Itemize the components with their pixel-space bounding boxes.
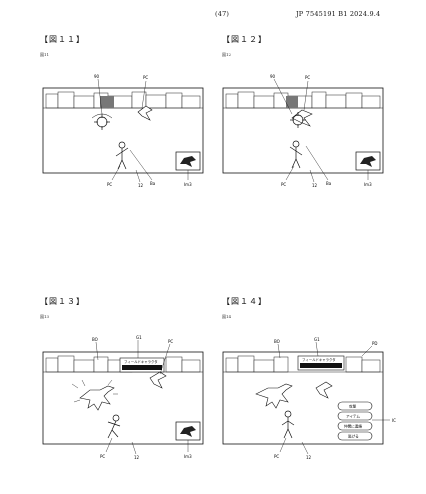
patent-id: JP 7545191 B1 2024.9.4: [296, 10, 381, 18]
flying-creature-icon: [137, 105, 153, 121]
figure-14-drawing: フィールドキャラクタ 攻撃 アイテム 仲間に連絡 逃げる BO G1 PD PC…: [222, 337, 396, 460]
figure-12-drawing: 90 PC PC 12 Ba Im3: [222, 74, 384, 188]
annotation-bottom-a: PC: [100, 454, 105, 459]
flying-creature-icon: [315, 381, 333, 399]
menu-item-frame: [337, 401, 373, 411]
menu-item-contact: 仲間に連絡: [344, 424, 362, 429]
dinosaur-icon: [79, 385, 115, 411]
annotation-bottom-c: Ba: [326, 181, 332, 186]
player-character-icon: [115, 141, 129, 170]
annotation-top-c: PD: [372, 341, 378, 346]
figure-12-label: 図12: [222, 52, 232, 57]
annotation-bottom-a: PC: [281, 182, 286, 187]
shadow-block: [286, 96, 298, 108]
annotation-bottom-d: Im3: [184, 182, 192, 187]
annotation-top-a: BO: [274, 339, 280, 344]
background-buildings-icon: [45, 355, 201, 373]
gauge-bar: [122, 365, 162, 370]
annotation-bottom-b: 12: [312, 183, 318, 188]
dinosaur-icon: [255, 383, 293, 409]
annotation-top-b: PC: [305, 75, 310, 80]
annotation-bottom-a: PC: [107, 182, 112, 187]
annotation-bottom-c: Im3: [184, 454, 192, 459]
player-character-icon: [289, 140, 303, 169]
figure-11-title: 【図１１】: [40, 35, 85, 44]
figure-13-title: 【図１３】: [40, 297, 85, 306]
shadow-block: [100, 96, 114, 108]
player-character-icon: [107, 414, 121, 439]
annotation-top-b: G1: [314, 337, 320, 342]
player-character-icon: [281, 410, 295, 439]
annotation-bottom-c: Ba: [150, 181, 156, 186]
figure-14-label: 図14: [222, 314, 232, 319]
figure-14-title: 【図１４】: [222, 297, 267, 306]
gauge-text: フィールドキャラクタ: [302, 357, 336, 362]
menu-item-frame: [337, 411, 373, 421]
flying-creature-icon: [149, 371, 167, 389]
menu-item-escape: 逃げる: [348, 434, 359, 439]
annotation-top-c: PC: [168, 339, 173, 344]
impact-lines-icon: [71, 379, 118, 403]
minimap-creature-icon: [180, 156, 196, 167]
annotation-top-b: PC: [143, 75, 148, 80]
annotation-top-a: 90: [270, 74, 276, 79]
command-menu: 攻撃 アイテム 仲間に連絡 逃げる: [337, 401, 373, 441]
menu-item-frame: [337, 431, 373, 441]
figure-13-drawing: フィールドキャラクタ BO G1 PC PC 12 Im3: [42, 335, 204, 460]
annotation-side: IC: [392, 418, 396, 423]
menu-item-item: アイテム: [346, 414, 360, 419]
minimap-creature-icon: [180, 426, 196, 437]
background-buildings-icon: [225, 355, 381, 373]
flying-creature-icon: [291, 109, 313, 127]
target-reticle-icon: [290, 112, 306, 128]
menu-item-attack: 攻撃: [349, 404, 357, 409]
figure-11-label: 図11: [40, 52, 50, 57]
annotation-top-b: G1: [136, 335, 142, 340]
annotation-top-a: BO: [92, 337, 98, 342]
gauge-bar: [300, 363, 342, 368]
figure-13-label: 図13: [40, 314, 50, 319]
menu-item-frame: [337, 421, 373, 431]
figure-12-title: 【図１２】: [222, 35, 267, 44]
gauge-text: フィールドキャラクタ: [124, 359, 158, 364]
figure-11-drawing: 90 PC PC 12 Ba Im3: [42, 74, 204, 188]
annotation-bottom-a: PC: [274, 454, 279, 459]
page-number: (47): [215, 10, 230, 18]
annotation-bottom-b: 12: [138, 183, 144, 188]
annotation-bottom-b: 12: [306, 455, 312, 460]
minimap-creature-icon: [360, 156, 376, 167]
annotation-bottom-b: 12: [134, 455, 140, 460]
annotation-top-a: 90: [94, 74, 100, 79]
annotation-bottom-d: Im3: [364, 182, 372, 187]
